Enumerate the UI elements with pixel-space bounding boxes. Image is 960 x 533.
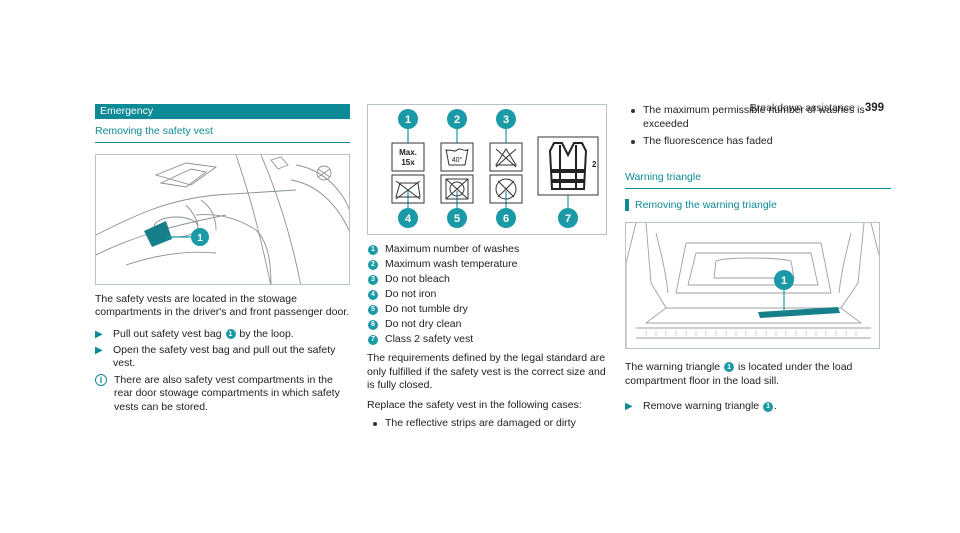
symbol-badge-5: 5 (454, 213, 460, 225)
symbol-badge-2: 2 (454, 114, 460, 126)
legend-text: Do not dry clean (385, 317, 462, 330)
legend-text: Do not iron (385, 287, 437, 300)
page-number: 399 (864, 102, 884, 114)
care-symbols-illustration: 1 2 3 4 5 6 7 Max. 15x (391, 109, 599, 228)
legend-badge: 1 (368, 244, 378, 255)
legend-item: 1 Maximum number of washes (367, 242, 607, 257)
info-icon: i (95, 373, 107, 386)
door-illustration: 1 (96, 154, 349, 284)
note-text: There are also safety vest compartments … (114, 373, 340, 414)
bullet-text: The fluorescence has faded (643, 135, 773, 148)
step-pull-out: ▶ Pull out safety vest bag 1 by the loop… (95, 328, 350, 342)
bullet-dot (631, 140, 635, 145)
section-heading: Removing the safety vest (95, 125, 350, 143)
legend-badge: 3 (368, 274, 378, 285)
legend-item: 7 Class 2 safety vest (367, 332, 607, 347)
legend-item: 6 Do not dry clean (367, 317, 607, 332)
symbol-legend: 1 Maximum number of washes 2 Maximum wash … (367, 242, 607, 347)
no-dry-clean-icon (495, 178, 517, 200)
section-heading: Warning triangle (625, 171, 891, 189)
figure-badge: 1 (781, 275, 787, 287)
warning-triangle-box (758, 307, 840, 319)
no-iron-icon (395, 180, 421, 200)
load-compartment-figure: 1 (625, 222, 880, 350)
legend-badge: 4 (368, 289, 378, 300)
subsection-heading: Removing the warning triangle (625, 199, 891, 213)
legend-text: Do not bleach (385, 272, 450, 285)
arrow-icon: ▶ (625, 401, 633, 413)
legend-badge: 6 (368, 319, 378, 330)
legend-item: 5 Do not tumble dry (367, 302, 607, 317)
arrow-icon: ▶ (95, 328, 103, 340)
vest-class-label: 2 (592, 160, 597, 169)
temperature-label: 40° (452, 156, 463, 164)
symbol-badge-7: 7 (565, 213, 571, 225)
symbol-badge-4: 4 (405, 213, 412, 225)
heading-bar (625, 199, 629, 212)
load-compartment-illustration: 1 (626, 223, 879, 349)
replace-paragraph: Replace the safety vest in the following… (367, 398, 582, 411)
door-compartment-figure: 1 (95, 153, 350, 285)
column-care-symbols: 1 2 3 4 5 6 7 Max. 15x (367, 104, 607, 430)
callout-badge: 1 (724, 362, 735, 373)
care-symbols-figure: 1 2 3 4 5 6 7 Max. 15x (367, 104, 607, 235)
legend-text: Do not tumble dry (385, 302, 468, 315)
legend-text: Class 2 safety vest (385, 332, 474, 345)
step-text: Pull out safety vest bag 1 by the loop. (113, 327, 294, 340)
step-remove: ▶ Remove warning triangle 1. (625, 400, 891, 414)
legend-item: 4 Do not iron (367, 287, 607, 302)
section-title: Breakdown assistance (749, 102, 855, 114)
location-paragraph: The warning triangle 1 is located under … (625, 361, 853, 387)
column-safety-vest: Emergency Removing the safety vest (95, 104, 350, 415)
legend-item: 2 Maximum wash temperature (367, 257, 607, 272)
figure-badge: 1 (197, 233, 203, 244)
wash-temperature-icon (445, 148, 469, 166)
no-bleach-icon (495, 148, 517, 168)
legend-text: Maximum number of washes (385, 242, 520, 255)
step-open: ▶ Open the safety vest bag and pull out … (95, 344, 350, 371)
legend-badge: 2 (368, 259, 378, 270)
bullet-text: The maximum permissible number of washes… (643, 104, 865, 130)
legend-badge: 5 (368, 304, 378, 315)
step-text: Remove warning triangle 1. (643, 400, 777, 413)
arrow-icon: ▶ (95, 344, 103, 356)
column-warning-triangle: The maximum permissible number of washes… (625, 104, 891, 414)
step-text: Open the safety vest bag and pull out th… (113, 343, 336, 370)
legend-text: Maximum wash temperature (385, 257, 518, 270)
max-label: Max. (399, 148, 417, 157)
callout-badge: 1 (225, 329, 236, 340)
bullet-item: The fluorescence has faded (625, 135, 891, 149)
legend-item: 3 Do not bleach (367, 272, 607, 287)
callout-badge: 1 (763, 401, 774, 412)
bullet-text: The reflective strips are damaged or dir… (385, 416, 576, 429)
no-tumble-dry-icon (445, 178, 469, 200)
bullet-item: The maximum permissible number of washes… (625, 104, 891, 131)
symbol-badge-1: 1 (405, 114, 411, 126)
symbol-badge-6: 6 (503, 213, 509, 225)
intro-paragraph: The safety vests are located in the stow… (95, 292, 350, 319)
legend-badge: 7 (368, 334, 378, 345)
chapter-banner: Emergency (95, 104, 350, 119)
requirements-paragraph: The requirements defined by the legal st… (367, 352, 606, 392)
bullet-dot (631, 109, 635, 113)
washes-count-label: 15x (401, 158, 415, 167)
bullet-dot (373, 421, 377, 426)
info-note: i There are also safety vest compartment… (95, 373, 350, 415)
safety-vest-icon (548, 142, 588, 190)
symbol-badge-3: 3 (503, 114, 509, 126)
bullet-item: The reflective strips are damaged or dir… (367, 417, 607, 431)
page-header: Breakdown assistance 399 (750, 101, 884, 116)
subsection-heading-text: Removing the warning triangle (635, 198, 777, 211)
